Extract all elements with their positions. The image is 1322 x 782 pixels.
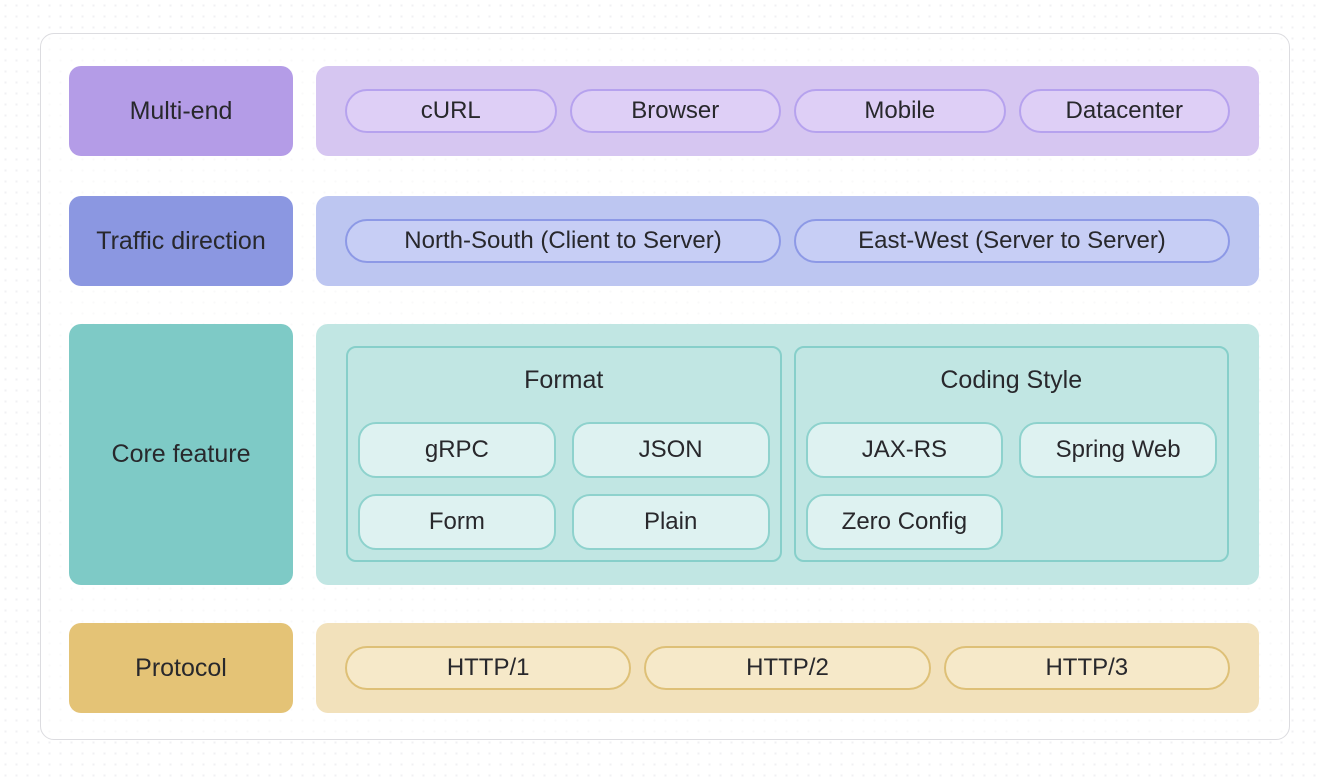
layer-row-traffic-direction: Traffic direction North-South (Client to… [69, 196, 1259, 286]
layer-row-core-feature: Core feature Format gRPC JSON Form Plain… [69, 324, 1259, 585]
pill-north-south: North-South (Client to Server) [345, 219, 781, 263]
layer-row-multi-end: Multi-end cURL Browser Mobile Datacenter [69, 66, 1259, 156]
layer-label-protocol: Protocol [69, 623, 293, 713]
pill-grpc: gRPC [358, 422, 556, 478]
pill-plain: Plain [571, 494, 770, 550]
layer-label-traffic-direction: Traffic direction [69, 196, 293, 286]
pill-east-west: East-West (Server to Server) [794, 219, 1230, 263]
group-format-title: Format [524, 365, 604, 394]
layer-content-traffic-direction: North-South (Client to Server) East-West… [316, 196, 1259, 286]
diagram-card: Multi-end cURL Browser Mobile Datacenter… [40, 33, 1290, 740]
layer-label-multi-end: Multi-end [69, 66, 293, 156]
pill-json: JSON [571, 422, 770, 478]
pill-browser: Browser [569, 89, 781, 133]
pill-http1: HTTP/1 [345, 646, 632, 690]
pill-http2: HTTP/2 [644, 646, 931, 690]
pill-form: Form [358, 494, 556, 550]
pill-mobile: Mobile [794, 89, 1006, 133]
layer-content-multi-end: cURL Browser Mobile Datacenter [316, 66, 1259, 156]
layer-content-protocol: HTTP/1 HTTP/2 HTTP/3 [316, 623, 1259, 713]
group-format-grid: gRPC JSON Form Plain [358, 422, 770, 550]
layer-content-core-feature: Format gRPC JSON Form Plain Coding Style… [316, 324, 1259, 585]
pill-http3: HTTP/3 [943, 646, 1230, 690]
pill-spring-web: Spring Web [1019, 422, 1217, 478]
group-coding-style: Coding Style JAX-RS Spring Web Zero Conf… [793, 346, 1229, 562]
pill-datacenter: Datacenter [1018, 89, 1230, 133]
pill-curl: cURL [345, 89, 557, 133]
group-format: Format gRPC JSON Form Plain [346, 346, 782, 562]
group-coding-style-title: Coding Style [940, 365, 1083, 394]
layer-label-core-feature: Core feature [69, 324, 293, 585]
layer-row-protocol: Protocol HTTP/1 HTTP/2 HTTP/3 [69, 623, 1259, 713]
group-coding-style-grid: JAX-RS Spring Web Zero Config [805, 422, 1217, 550]
pill-jax-rs: JAX-RS [805, 422, 1004, 478]
pill-zero-config: Zero Config [805, 494, 1004, 550]
